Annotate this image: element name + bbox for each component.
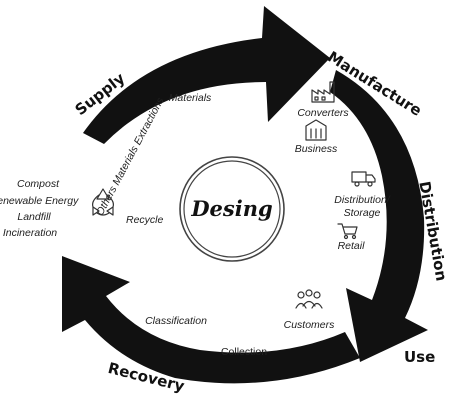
item-retail: Retail <box>338 240 366 252</box>
recycle-icon <box>92 188 114 216</box>
item-distribution-storage-1: Distribution/ <box>334 194 391 206</box>
office-building-icon <box>305 119 327 141</box>
shopping-cart-icon <box>337 223 358 240</box>
item-materials: Materials <box>169 92 212 104</box>
item-recycle: Recycle <box>126 214 164 226</box>
distribution-arrow <box>330 70 428 362</box>
item-collection: Collection <box>221 346 267 358</box>
eol-incineration: Incineration <box>3 227 57 239</box>
item-converters: Converters <box>297 107 349 119</box>
eol-landfill: Landfill <box>17 211 51 223</box>
people-group-icon <box>295 289 323 309</box>
eol-compost: Compost <box>17 178 60 190</box>
recovery-arrow <box>62 256 360 384</box>
center-ring-inner <box>183 160 281 258</box>
delivery-truck-icon <box>351 171 376 187</box>
center-ring-outer <box>179 156 285 262</box>
item-classification: Classification <box>145 315 207 327</box>
supply-arrow <box>83 6 330 144</box>
stage-use: Use <box>404 348 435 366</box>
item-customers: Customers <box>284 319 336 331</box>
item-distribution-storage-2: Storage <box>344 207 381 219</box>
center-label: Desing <box>190 196 272 221</box>
item-business: Business <box>295 143 338 155</box>
eol-renewable-energy: Renewable Energy <box>0 195 79 207</box>
factory-icon <box>311 81 335 103</box>
